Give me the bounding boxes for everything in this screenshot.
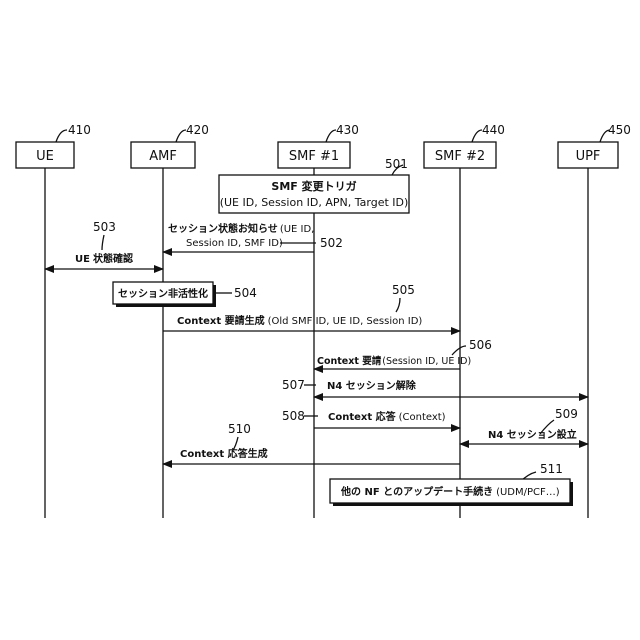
- ref-450: 450: [600, 123, 631, 142]
- ref-502: 502: [320, 236, 343, 250]
- step-508-label: Context 応答(Context): [328, 410, 446, 423]
- step-511-label: 他の NF とのアップデート手続き(UDM/PCF…): [340, 485, 560, 498]
- entity-label-amf: AMF: [149, 149, 177, 164]
- ref-430: 430: [326, 123, 359, 142]
- ref-506: 506: [469, 338, 492, 352]
- step-502-line2: Session ID, SMF ID): [186, 238, 283, 249]
- svg-text:420: 420: [186, 123, 209, 137]
- entity-amf: AMF: [131, 142, 195, 168]
- step-505-label: Context 要請生成(Old SMF ID, UE ID, Session …: [177, 314, 422, 327]
- svg-text:440: 440: [482, 123, 505, 137]
- ref-509: 509: [555, 407, 578, 421]
- step-501-box: SMF 変更トリガ (UE ID, Session ID, APN, Targe…: [219, 175, 409, 213]
- ref-507: 507: [282, 378, 305, 392]
- svg-text:410: 410: [68, 123, 91, 137]
- step-507-label: N4 セッション解除: [327, 379, 417, 392]
- entity-label-smf2: SMF #2: [435, 149, 485, 164]
- entity-smf1: SMF #1: [278, 142, 350, 168]
- ref-440: 440: [472, 123, 505, 142]
- step-501-title: SMF 変更トリガ: [271, 179, 356, 193]
- step-506-label: Context 要請(Session ID, UE ID): [317, 355, 471, 367]
- step-510-label: Context 応答生成: [180, 447, 268, 460]
- ref-508: 508: [282, 409, 305, 423]
- entity-smf2: SMF #2: [424, 142, 496, 168]
- ref-410: 410: [56, 123, 91, 142]
- entity-upf: UPF: [558, 142, 618, 168]
- step-509-label: N4 セッション設立: [488, 428, 577, 441]
- step-511-box: 他の NF とのアップデート手続き(UDM/PCF…): [330, 479, 573, 506]
- ref-511: 511: [540, 462, 563, 476]
- ref-504: 504: [234, 286, 257, 300]
- ref-420: 420: [176, 123, 209, 142]
- ref-510: 510: [228, 422, 251, 436]
- entity-label-ue: UE: [36, 149, 54, 164]
- entity-ue: UE: [16, 142, 74, 168]
- ref-503: 503: [93, 220, 116, 234]
- step-501-detail: (UE ID, Session ID, APN, Target ID): [220, 196, 409, 209]
- ref-501: 501: [385, 157, 408, 171]
- ref-505: 505: [392, 283, 415, 297]
- step-502-line1: セッション状態お知らせ(UE ID,: [168, 222, 314, 235]
- svg-text:450: 450: [608, 123, 631, 137]
- svg-text:430: 430: [336, 123, 359, 137]
- step-503-label: UE状態確認: [75, 252, 133, 265]
- entity-label-upf: UPF: [576, 149, 601, 164]
- step-504-box: セッション非活性化: [113, 282, 216, 307]
- entity-label-smf1: SMF #1: [289, 149, 339, 164]
- step-504-label: セッション非活性化: [118, 287, 208, 300]
